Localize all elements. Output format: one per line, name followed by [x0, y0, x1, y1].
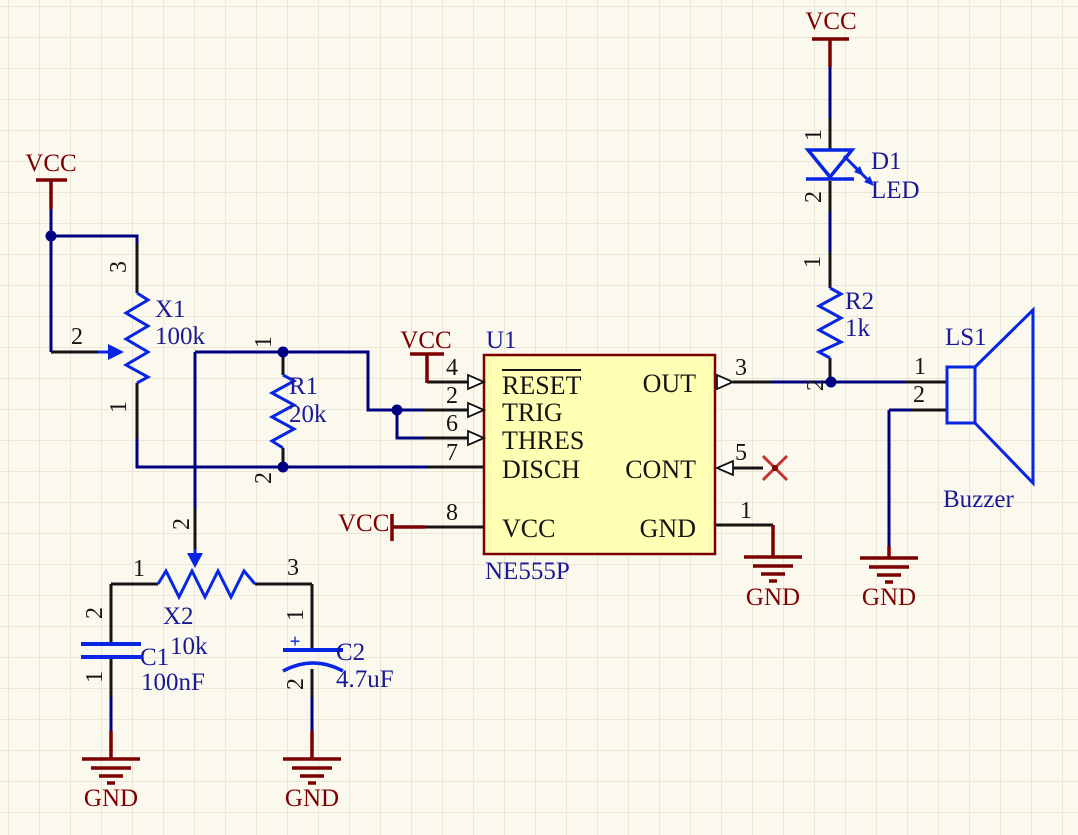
u1-pin-name-vcc: VCC	[502, 514, 556, 543]
gnd-symbol-buzzer[interactable]	[860, 546, 918, 584]
u1-designator: U1	[486, 327, 517, 354]
u1-pin-number-2: 2	[446, 383, 458, 409]
trig-pin-arrow-icon	[467, 401, 487, 419]
u1-pin-name-disch: DISCH	[502, 455, 581, 484]
d1-designator: D1	[871, 148, 902, 175]
d1-pin-number-1: 1	[801, 129, 827, 141]
u1-pin-number-4: 4	[446, 355, 458, 381]
c1-pin-number-2: 2	[82, 607, 108, 619]
reset-pin-arrow-icon	[467, 373, 487, 391]
c1-value: 100nF	[141, 669, 205, 696]
c2-designator: C2	[336, 639, 366, 666]
r2-value: 1k	[845, 315, 870, 342]
u1-pin-number-6: 6	[446, 411, 458, 437]
vcc-label-left: VCC	[25, 150, 77, 177]
vcc-port-pin8[interactable]	[390, 514, 425, 541]
u1-pin-number-8: 8	[446, 500, 458, 526]
c1-capacitor-symbol[interactable]	[81, 642, 141, 659]
vcc-port-left[interactable]	[36, 178, 67, 209]
c2-pin-number-1: 1	[283, 609, 309, 621]
ls1-value: Buzzer	[943, 486, 1014, 513]
gnd-label-buzzer: GND	[861, 584, 917, 611]
r1-pin-number-2: 2	[251, 472, 277, 484]
u1-pin-name-thres: THRES	[502, 426, 585, 455]
d1-led-symbol[interactable]	[804, 148, 874, 186]
vcc-port-pin4[interactable]	[410, 352, 444, 383]
cont-pin-arrow-icon	[714, 459, 734, 477]
x2-pin-number-1: 1	[133, 556, 145, 582]
ls1-buzzer-symbol[interactable]	[945, 306, 1035, 487]
wire-net-vcc-left[interactable]	[49, 209, 139, 352]
x1-designator: X1	[155, 296, 186, 323]
r2-designator: R2	[845, 288, 875, 315]
gnd-symbol-u1[interactable]	[744, 525, 802, 583]
c2-value: 4.7uF	[336, 666, 394, 693]
u1-pin-name-cont: CONT	[625, 455, 696, 484]
u1-part-number: NE555P	[485, 558, 570, 585]
r1-value: 20k	[289, 401, 327, 428]
u1-pin-number-7: 7	[446, 440, 458, 466]
d1-value: LED	[871, 177, 920, 204]
u1-ic-body[interactable]	[482, 353, 717, 556]
component-pin-lines[interactable]	[51, 118, 947, 697]
vcc-label-top-right: VCC	[805, 8, 857, 35]
gnd-symbol-c1[interactable]	[82, 731, 140, 785]
ls1-pin-number-1: 1	[914, 354, 926, 380]
ls1-designator: LS1	[945, 324, 987, 351]
r1-designator: R1	[289, 373, 319, 400]
c2-capacitor-symbol[interactable]	[282, 648, 344, 673]
x2-value: 10k	[170, 633, 208, 660]
c1-pin-number-1: 1	[82, 671, 108, 683]
x2-designator: X2	[163, 603, 194, 630]
u1-pin-number-5: 5	[735, 440, 747, 466]
wire-net-buzzer-gnd[interactable]	[887, 408, 912, 546]
vcc-label-pin4: VCC	[400, 327, 452, 354]
r1-resistor-symbol[interactable]	[268, 373, 298, 450]
u1-pin-name-trig: TRIG	[502, 398, 563, 427]
vcc-label-pin8: VCC	[338, 510, 390, 537]
c2-polarity-plus-mark: +	[289, 631, 301, 653]
gnd-label-u1: GND	[745, 584, 801, 611]
c2-pin-number-2: 2	[283, 678, 309, 690]
x2-pin-number-3: 3	[287, 555, 299, 581]
x1-pin-number-2: 2	[71, 324, 83, 350]
u1-pin-number-3: 3	[735, 355, 747, 381]
ls1-pin-number-2: 2	[913, 382, 925, 408]
wire-net-disch[interactable]	[135, 438, 427, 469]
u1-pin-number-1: 1	[740, 498, 752, 524]
thres-pin-arrow-icon	[467, 429, 487, 447]
u1-pin-name-out: OUT	[642, 369, 696, 398]
u1-pin-name-reset: RESET	[502, 369, 582, 400]
x1-pin-number-1: 1	[106, 401, 132, 413]
x2-pin-number-2: 2	[169, 518, 195, 530]
x1-value: 100k	[155, 323, 205, 350]
x1-potentiometer-symbol[interactable]	[98, 291, 152, 385]
no-connect-x-icon[interactable]	[761, 454, 789, 482]
c1-designator: C1	[140, 644, 170, 671]
wire-net-caps-gnd[interactable]	[109, 697, 314, 731]
vcc-port-top-right[interactable]	[812, 37, 849, 67]
d1-pin-number-2: 2	[801, 191, 827, 203]
r2-pin-number-1: 1	[800, 256, 826, 268]
x2-potentiometer-symbol[interactable]	[156, 549, 257, 601]
r1-pin-number-1: 1	[251, 336, 277, 348]
u1-pin-arrows	[467, 373, 736, 477]
r2-resistor-symbol[interactable]	[815, 286, 845, 360]
gnd-label-c1: GND	[83, 785, 139, 812]
u1-pin-name-gnd: GND	[639, 514, 696, 543]
out-pin-arrow-icon	[716, 373, 736, 391]
x1-pin-number-3: 3	[106, 261, 132, 273]
gnd-label-c2: GND	[284, 785, 340, 812]
wire-junction-dots	[45, 230, 837, 473]
gnd-symbol-c2[interactable]	[283, 731, 341, 785]
r2-pin-number-2: 2	[803, 379, 829, 391]
